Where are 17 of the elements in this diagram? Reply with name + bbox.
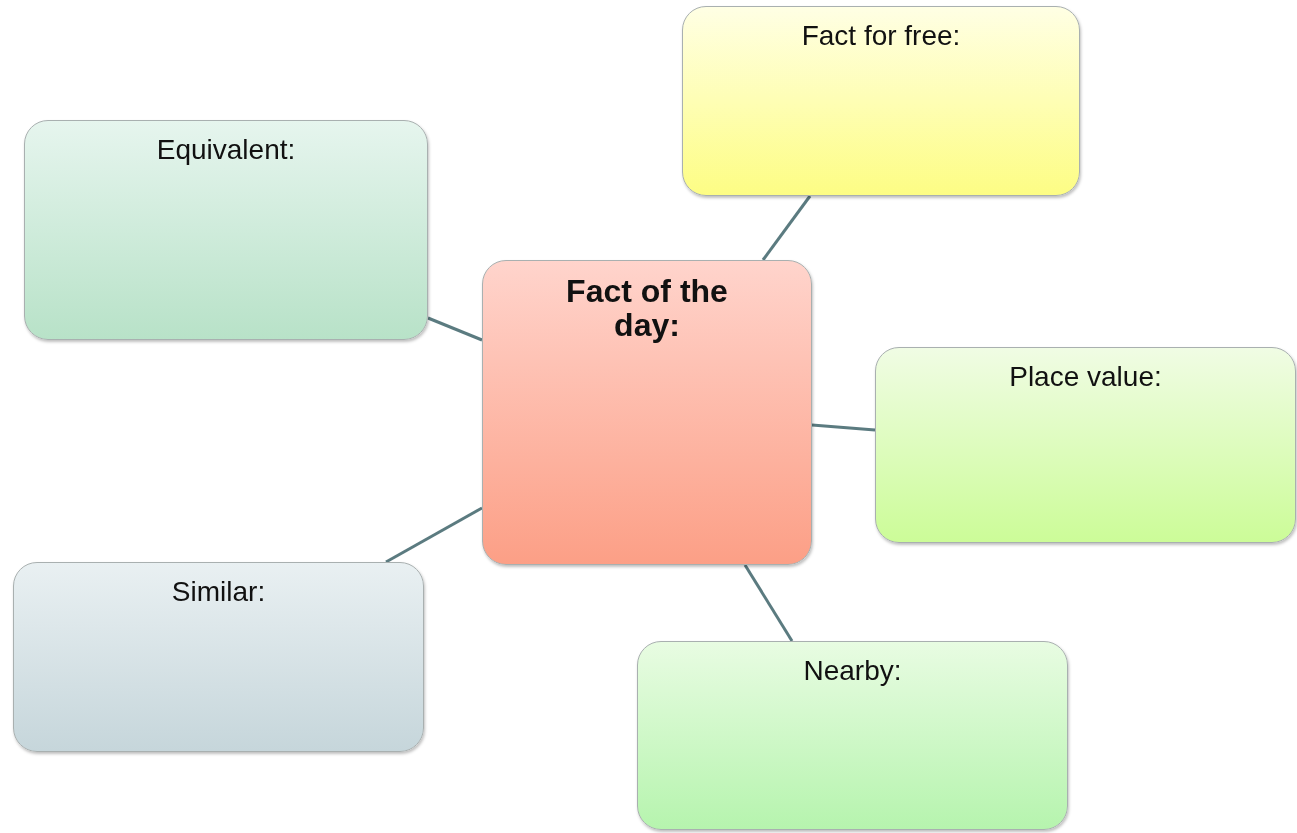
- connector-line: [427, 316, 483, 342]
- connector-line: [385, 506, 483, 564]
- topic-label: Place value:: [1009, 362, 1162, 392]
- connector-line: [743, 564, 794, 642]
- topic-label: Equivalent:: [156, 135, 296, 165]
- topic-box: [13, 562, 424, 752]
- topic-label: Fact of the day:: [565, 275, 729, 343]
- central-topic-box: [482, 260, 812, 565]
- topic-label: Fact for free:: [801, 21, 961, 51]
- topic-box: [637, 641, 1068, 830]
- connector-line: [811, 423, 876, 432]
- topic-label: Similar:: [171, 577, 266, 607]
- connector-line: [761, 195, 812, 261]
- topic-label: Nearby:: [803, 656, 902, 686]
- topic-box: [682, 6, 1080, 196]
- topic-box: [875, 347, 1296, 543]
- topic-box: [24, 120, 428, 340]
